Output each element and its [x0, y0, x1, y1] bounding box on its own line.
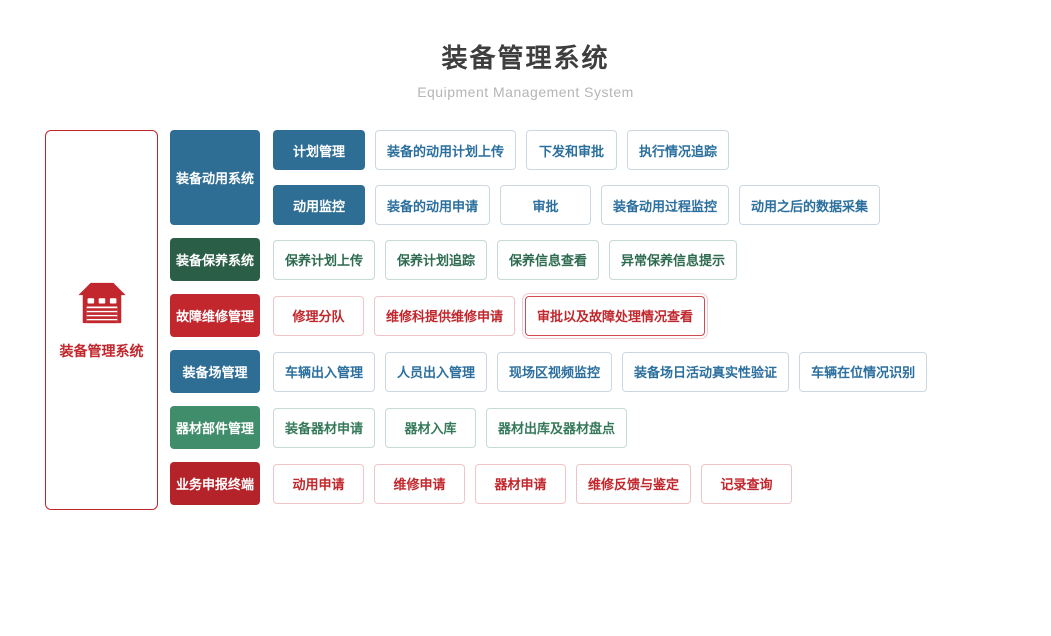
feature-box: 器材申请	[475, 463, 566, 504]
page-subtitle: Equipment Management System	[417, 84, 634, 100]
feature-box: 维修反馈与鉴定	[576, 463, 692, 504]
group-row: 装备保养系统保养计划上传保养计划追踪保养信息查看异常保养信息提示	[170, 238, 927, 281]
feature-list: 装备的动用计划上传下发和审批执行情况追踪	[375, 130, 730, 170]
group-row: 装备动用系统计划管理装备的动用计划上传下发和审批执行情况追踪动用监控装备的动用申…	[170, 130, 927, 225]
feature-box: 现场区视频监控	[497, 351, 613, 392]
feature-list: 动用申请维修申请器材申请维修反馈与鉴定记录查询	[273, 463, 793, 504]
feature-box: 车辆出入管理	[273, 351, 376, 392]
feature-box: 人员出入管理	[385, 351, 488, 392]
category-box: 装备场管理	[170, 350, 260, 393]
subgroup-row: 计划管理装备的动用计划上传下发和审批执行情况追踪	[273, 130, 880, 170]
feature-box: 保养计划追踪	[385, 239, 488, 280]
feature-box: 装备场日活动真实性验证	[622, 351, 790, 392]
category-box: 装备保养系统	[170, 238, 260, 281]
feature-box: 保养信息查看	[497, 239, 600, 280]
feature-box: 修理分队	[273, 295, 364, 336]
feature-box: 记录查询	[701, 463, 793, 504]
garage-icon	[74, 280, 130, 331]
subcategory-box: 计划管理	[273, 130, 365, 170]
subcategory-box: 动用监控	[273, 185, 365, 225]
category-box: 业务申报终端	[170, 462, 260, 505]
subgroup-column: 计划管理装备的动用计划上传下发和审批执行情况追踪动用监控装备的动用申请审批装备动…	[273, 130, 881, 225]
group-row: 业务申报终端动用申请维修申请器材申请维修反馈与鉴定记录查询	[170, 462, 927, 505]
category-box: 装备动用系统	[170, 130, 260, 225]
feature-box: 装备器材申请	[273, 407, 376, 448]
feature-box: 器材出库及器材盘点	[486, 407, 628, 448]
feature-list: 车辆出入管理人员出入管理现场区视频监控装备场日活动真实性验证车辆在位情况识别	[273, 351, 928, 392]
feature-box: 维修申请	[374, 463, 465, 504]
group-list: 装备动用系统计划管理装备的动用计划上传下发和审批执行情况追踪动用监控装备的动用申…	[170, 130, 928, 505]
feature-box: 审批以及故障处理情况查看	[522, 292, 709, 339]
feature-box: 执行情况追踪	[627, 130, 730, 170]
feature-box: 装备的动用计划上传	[375, 130, 517, 170]
feature-box: 维修科提供维修申请	[374, 295, 516, 336]
feature-box: 车辆在位情况识别	[799, 351, 928, 392]
feature-box: 下发和审批	[526, 130, 618, 170]
root-node: 装备管理系统	[45, 130, 158, 510]
group-row: 装备场管理车辆出入管理人员出入管理现场区视频监控装备场日活动真实性验证车辆在位情…	[170, 350, 928, 393]
feature-box: 动用之后的数据采集	[739, 185, 881, 225]
page-title: 装备管理系统	[441, 43, 610, 73]
category-box: 器材部件管理	[170, 406, 260, 449]
subgroup-row: 动用监控装备的动用申请审批装备动用过程监控动用之后的数据采集	[273, 185, 881, 225]
feature-list: 装备器材申请器材入库器材出库及器材盘点	[273, 407, 628, 448]
feature-box: 异常保养信息提示	[609, 239, 738, 280]
root-node-label: 装备管理系统	[59, 342, 144, 359]
feature-box: 保养计划上传	[273, 239, 376, 280]
feature-box: 审批	[500, 185, 592, 225]
group-row: 故障维修管理修理分队维修科提供维修申请审批以及故障处理情况查看	[170, 292, 927, 339]
group-row: 器材部件管理装备器材申请器材入库器材出库及器材盘点	[170, 406, 927, 449]
feature-box: 装备的动用申请	[375, 185, 491, 225]
feature-box: 装备动用过程监控	[601, 185, 730, 225]
feature-list: 装备的动用申请审批装备动用过程监控动用之后的数据采集	[375, 185, 881, 225]
feature-box: 器材入库	[385, 407, 477, 448]
feature-list: 保养计划上传保养计划追踪保养信息查看异常保养信息提示	[273, 239, 738, 280]
page-header: 装备管理系统 Equipment Management System	[0, 0, 1051, 100]
feature-box: 动用申请	[273, 463, 364, 504]
feature-list: 修理分队维修科提供维修申请审批以及故障处理情况查看	[273, 292, 709, 339]
category-box: 故障维修管理	[170, 294, 260, 337]
diagram-canvas: 装备管理系统 装备动用系统计划管理装备的动用计划上传下发和审批执行情况追踪动用监…	[45, 130, 1051, 510]
